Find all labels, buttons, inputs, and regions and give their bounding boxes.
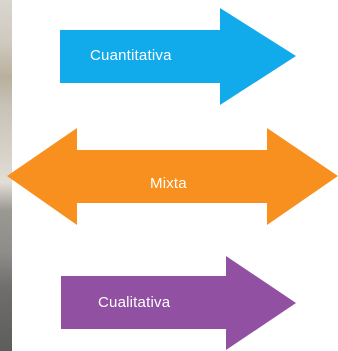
- arrow-cualitativa: [61, 256, 296, 350]
- arrow-cuantitativa-shape: [60, 8, 296, 105]
- arrow-cuantitativa: [60, 8, 296, 105]
- arrow-label-mixta: Mixta: [150, 175, 187, 192]
- background-photo-strip: [0, 0, 12, 351]
- arrow-mixta: [7, 128, 338, 225]
- arrow-label-cuantitativa: Cuantitativa: [90, 47, 172, 64]
- arrow-label-cualitativa: Cualitativa: [98, 294, 171, 311]
- arrow-cualitativa-shape: [61, 256, 296, 350]
- arrow-mixta-shape: [7, 128, 338, 225]
